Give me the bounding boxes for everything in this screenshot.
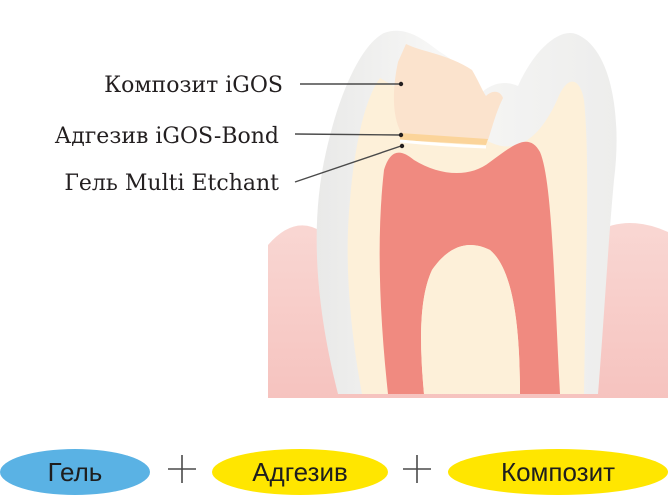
label-adhesive: Адгезив iGOS-Bond — [55, 124, 279, 149]
step-gel-label: Гель — [48, 457, 103, 487]
plus-icon — [403, 455, 431, 483]
process-steps: Гель Адгезив Композит — [0, 449, 668, 495]
label-gel: Гель Multi Etchant — [64, 171, 279, 196]
plus-icon — [168, 455, 196, 483]
label-composite: Композит iGOS — [104, 73, 283, 98]
step-adhesive-label: Адгезив — [252, 457, 348, 487]
step-composite-label: Композит — [501, 457, 615, 487]
